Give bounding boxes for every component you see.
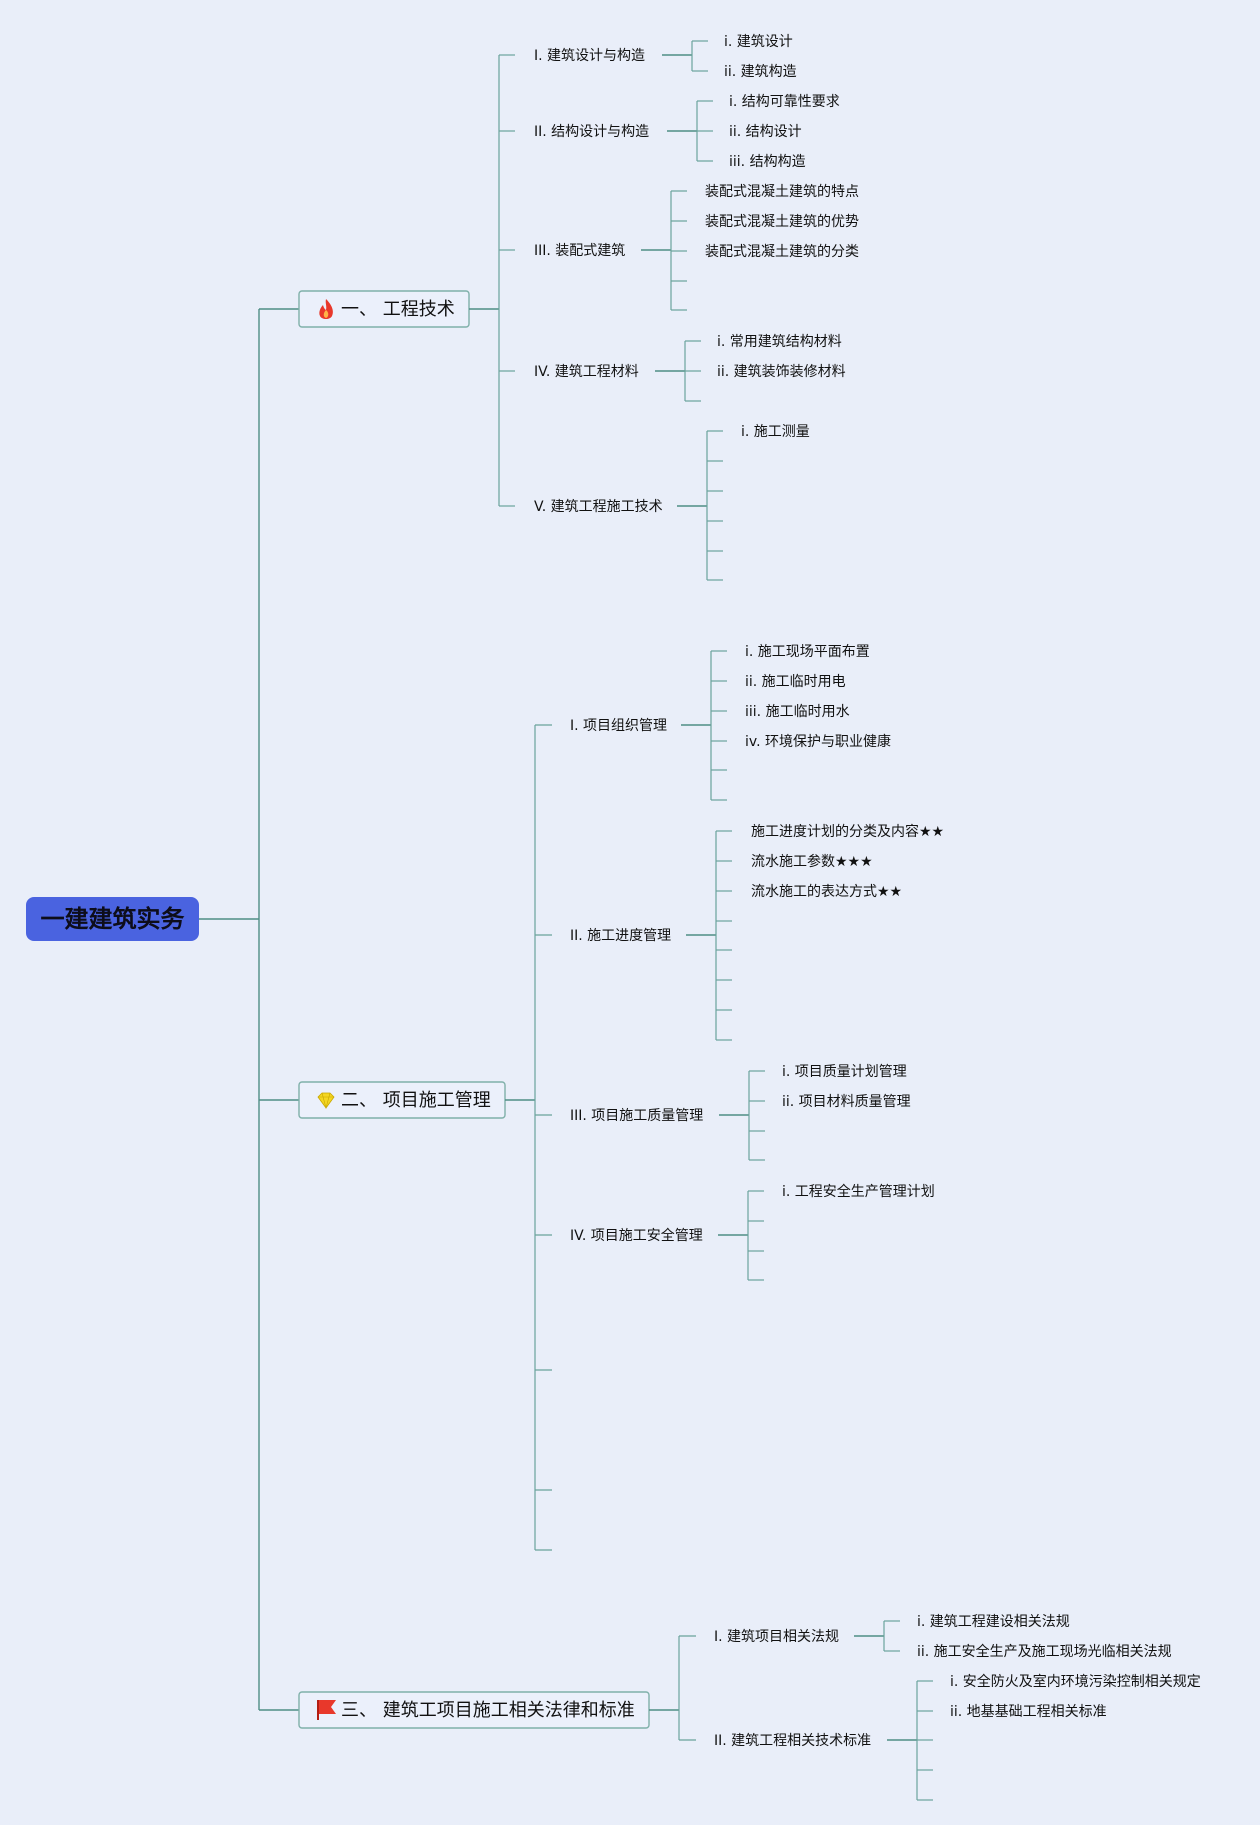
level3-item[interactable]: i. 施工测量 xyxy=(741,424,810,440)
section-node-2[interactable]: 二、 项目施工管理 xyxy=(298,1081,506,1119)
level3-item[interactable]: 流水施工参数★★★ xyxy=(751,853,873,870)
level2-item[interactable]: I. 项目组织管理 xyxy=(570,718,667,734)
section-label: 三、 建筑工项目施工相关法律和标准 xyxy=(341,1700,635,1721)
level2-item[interactable]: II. 施工进度管理 xyxy=(570,928,671,944)
level3-item[interactable]: i. 施工现场平面布置 xyxy=(745,644,870,660)
level3-item[interactable]: 施工进度计划的分类及内容★★ xyxy=(751,823,944,840)
level3-item[interactable]: ii. 建筑构造 xyxy=(724,64,797,80)
level3-item[interactable]: i. 建筑设计 xyxy=(724,34,793,50)
level3-item[interactable]: 装配式混凝土建筑的优势 xyxy=(705,214,859,230)
level2-item[interactable]: II. 结构设计与构造 xyxy=(534,124,649,140)
level3-item[interactable]: ii. 项目材料质量管理 xyxy=(782,1094,911,1110)
level3-item[interactable]: ii. 地基基础工程相关标准 xyxy=(950,1703,1107,1720)
level3-item[interactable]: 流水施工的表达方式★★ xyxy=(751,884,902,900)
root-label: 一建建筑实务 xyxy=(41,905,186,933)
level3-item[interactable]: 装配式混凝土建筑的特点 xyxy=(705,184,859,200)
level3-item[interactable]: iii. 结构构造 xyxy=(729,154,806,170)
diamond-icon xyxy=(317,1092,335,1110)
fire-icon xyxy=(319,299,333,319)
level2-item[interactable]: IV. 项目施工安全管理 xyxy=(570,1227,703,1244)
level3-item[interactable]: ii. 施工安全生产及施工现场光临相关法规 xyxy=(917,1643,1172,1660)
section-node-1[interactable]: 一、 工程技术 xyxy=(298,290,470,328)
level2-item[interactable]: I. 建筑设计与构造 xyxy=(534,48,645,64)
level2-item[interactable]: I. 建筑项目相关法规 xyxy=(714,1629,839,1645)
level2-item[interactable]: V. 建筑工程施工技术 xyxy=(534,499,663,515)
level2-item[interactable]: IV. 建筑工程材料 xyxy=(534,364,639,380)
level3-item[interactable]: i. 工程安全生产管理计划 xyxy=(782,1183,935,1200)
flag-icon xyxy=(317,1700,336,1720)
level3-item[interactable]: i. 常用建筑结构材料 xyxy=(717,334,842,350)
level2-item[interactable]: III. 项目施工质量管理 xyxy=(570,1108,703,1124)
section-node-3[interactable]: 三、 建筑工项目施工相关法律和标准 xyxy=(298,1691,650,1729)
level3-item[interactable]: i. 结构可靠性要求 xyxy=(729,94,840,110)
level3-item[interactable]: iii. 施工临时用水 xyxy=(745,704,850,720)
root-node[interactable]: 一建建筑实务 xyxy=(26,897,199,941)
level3-item[interactable]: ii. 施工临时用电 xyxy=(745,674,846,690)
level3-item[interactable]: ii. 建筑装饰装修材料 xyxy=(717,364,846,380)
level3-item[interactable]: iv. 环境保护与职业健康 xyxy=(745,733,891,750)
level3-item[interactable]: 装配式混凝土建筑的分类 xyxy=(705,244,859,260)
level3-item[interactable]: ii. 结构设计 xyxy=(729,124,802,140)
level3-item[interactable]: i. 建筑工程建设相关法规 xyxy=(917,1614,1070,1630)
section-label: 一、 工程技术 xyxy=(341,299,455,320)
level3-item[interactable]: i. 项目质量计划管理 xyxy=(782,1064,907,1080)
level2-item[interactable]: III. 装配式建筑 xyxy=(534,243,625,259)
level3-item[interactable]: i. 安全防火及室内环境污染控制相关规定 xyxy=(950,1673,1201,1690)
level2-item[interactable]: II. 建筑工程相关技术标准 xyxy=(714,1733,871,1749)
section-label: 二、 项目施工管理 xyxy=(341,1090,491,1111)
